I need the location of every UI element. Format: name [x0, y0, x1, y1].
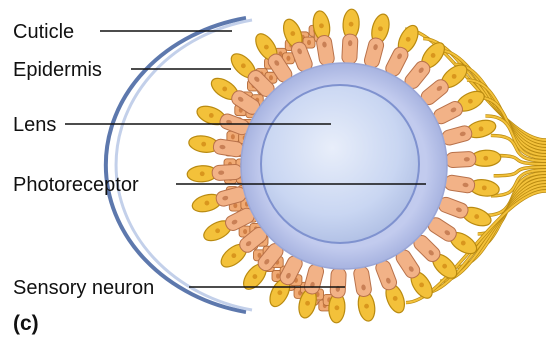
neuron-nucleus	[264, 45, 269, 50]
cuticle-label: Cuticle	[13, 21, 74, 43]
neuron-nucleus	[482, 185, 487, 190]
neuron-nucleus	[431, 53, 436, 58]
lens-label: Lens	[13, 114, 56, 136]
photoreceptor-cell	[316, 34, 336, 66]
neuron-nucleus	[479, 127, 484, 132]
neuron-nucleus	[241, 63, 246, 68]
neuron-nucleus	[419, 283, 424, 288]
epidermis-nucleus	[243, 229, 247, 234]
sensory-neuron-label: Sensory neuron	[13, 277, 154, 299]
neuron-nucleus	[201, 142, 206, 147]
neuron-nucleus	[378, 26, 383, 31]
neuron-nucleus	[305, 301, 310, 306]
epidermis-nucleus	[307, 40, 311, 45]
neuron-nucleus	[442, 264, 447, 269]
neuron-nucleus	[290, 31, 295, 36]
neuron-nucleus	[209, 113, 214, 118]
epidermis-label: Epidermis	[13, 59, 102, 81]
photoreceptor-cell	[444, 174, 476, 193]
neuron-nucleus	[200, 171, 205, 176]
neuron-nucleus	[393, 296, 398, 301]
neuron-nucleus	[364, 304, 369, 309]
photoreceptor-cell	[353, 266, 373, 298]
neuron-nucleus	[335, 305, 340, 310]
neuron-nucleus	[452, 74, 457, 79]
lens	[261, 85, 419, 243]
neuron-nucleus	[222, 87, 227, 92]
neuron-nucleus	[277, 290, 282, 295]
photoreceptor-cell	[212, 164, 243, 181]
photoreceptor-cell	[363, 36, 385, 69]
epidermis-nucleus	[286, 56, 290, 61]
neuron-nucleus	[319, 23, 324, 28]
neuron-nucleus	[461, 241, 466, 246]
panel-label: (c)	[13, 312, 39, 335]
neuron-nucleus	[483, 156, 488, 161]
epidermis-nucleus	[231, 134, 235, 139]
neuron-nucleus	[215, 228, 220, 233]
neuron-nucleus	[231, 253, 236, 258]
photoreceptor-cell	[445, 151, 476, 168]
neuron-nucleus	[468, 99, 473, 104]
neuron-nucleus	[205, 201, 210, 206]
epidermis-nucleus	[269, 75, 273, 80]
neuron-nucleus	[349, 22, 354, 27]
neuron-nucleus	[474, 214, 479, 219]
neuron-nucleus	[252, 274, 257, 279]
photoreceptor-cell	[330, 267, 346, 298]
photoreceptor-cell	[342, 34, 358, 65]
photoreceptor-cell	[441, 124, 474, 146]
photoreceptor-label: Photoreceptor	[13, 174, 139, 196]
epidermis-nucleus	[276, 273, 280, 278]
neuron-nucleus	[406, 37, 411, 42]
